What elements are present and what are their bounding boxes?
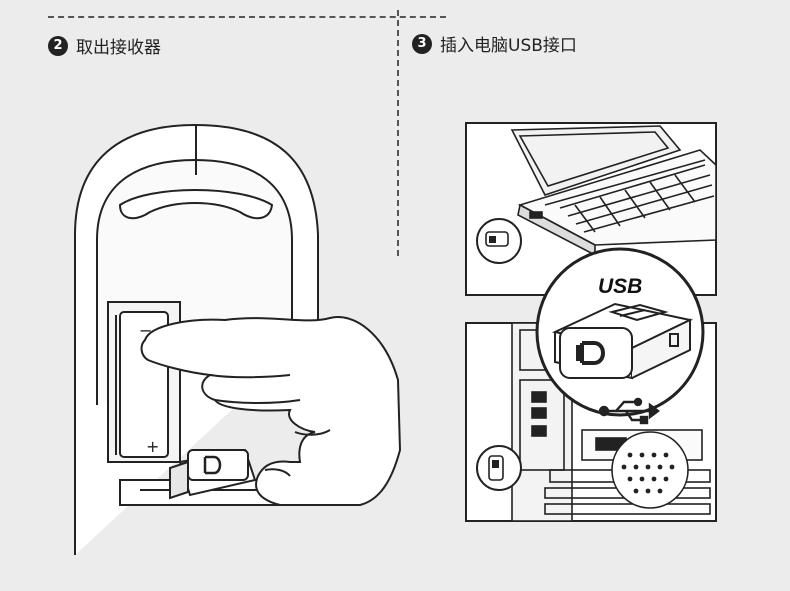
vertical-dashed-divider — [397, 10, 399, 256]
svg-text:+: + — [146, 437, 159, 456]
usb-symbol-icon — [598, 397, 660, 425]
usb-receiver-in-hand — [169, 448, 257, 500]
mouse-illustration: − + — [74, 123, 402, 555]
fan-grille — [611, 431, 689, 509]
usb-callout: USB — [535, 247, 705, 425]
step-2-number-badge: 2 — [48, 35, 68, 56]
step-2-label: 取出接收器 — [76, 38, 161, 58]
step-3-heading: 3 插入电脑USB接口 — [412, 31, 577, 56]
usb-receiver-closeup — [551, 302, 694, 380]
top-dashed-divider — [48, 16, 446, 18]
usb-callout-title: USB — [598, 275, 642, 298]
step-3-number-badge: 3 — [412, 33, 432, 54]
step-3-label: 插入电脑USB接口 — [440, 36, 577, 56]
step-2-heading: 2 取出接收器 — [48, 33, 161, 58]
